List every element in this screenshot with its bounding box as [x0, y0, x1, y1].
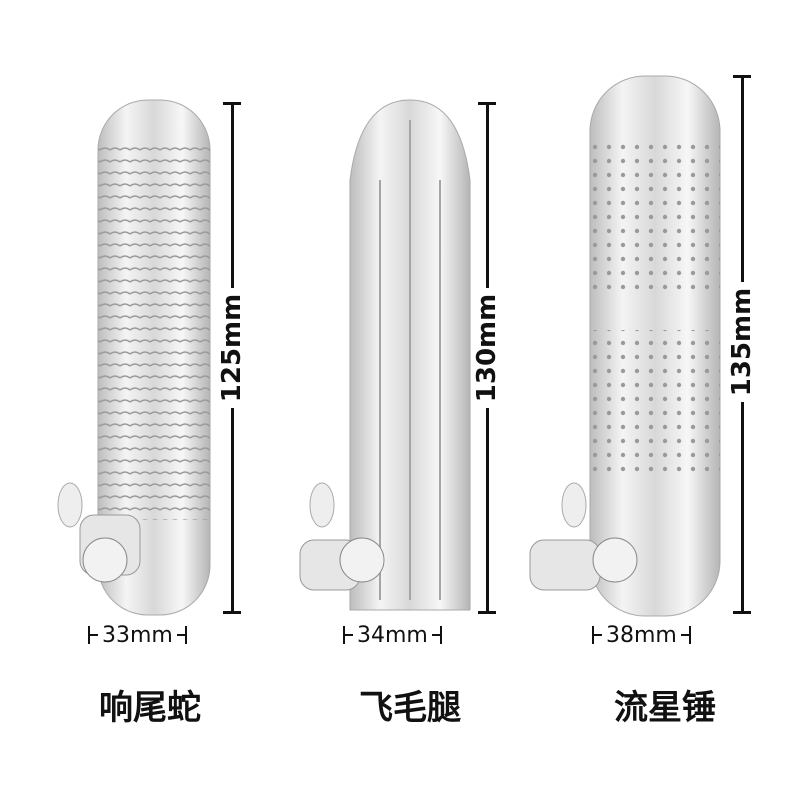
- dimension-cap: [733, 611, 751, 614]
- length-label-2: 130mm: [472, 288, 502, 408]
- dimension-cap: [478, 611, 496, 614]
- width-dimension-3: 38mm: [592, 622, 691, 648]
- length-label-1: 125mm: [217, 288, 247, 408]
- dimension-cap: [733, 75, 751, 78]
- product-1-image: [57, 99, 211, 616]
- width-label-1: 33mm: [102, 622, 173, 648]
- product-3-image: [529, 75, 721, 617]
- dimension-cap: [223, 102, 241, 105]
- width-label-2: 34mm: [357, 622, 428, 648]
- length-label-3: 135mm: [727, 282, 757, 402]
- product-name-1: 响尾蛇: [99, 688, 201, 728]
- product-name-2: 飞毛腿: [359, 688, 461, 728]
- product-name-3: 流星锤: [614, 688, 716, 728]
- width-dimension-2: 34mm: [343, 622, 442, 648]
- product-2-image: [299, 99, 471, 611]
- dimension-cap: [223, 611, 241, 614]
- width-dimension-1: 33mm: [88, 622, 187, 648]
- dimension-cap: [478, 102, 496, 105]
- width-label-3: 38mm: [606, 622, 677, 648]
